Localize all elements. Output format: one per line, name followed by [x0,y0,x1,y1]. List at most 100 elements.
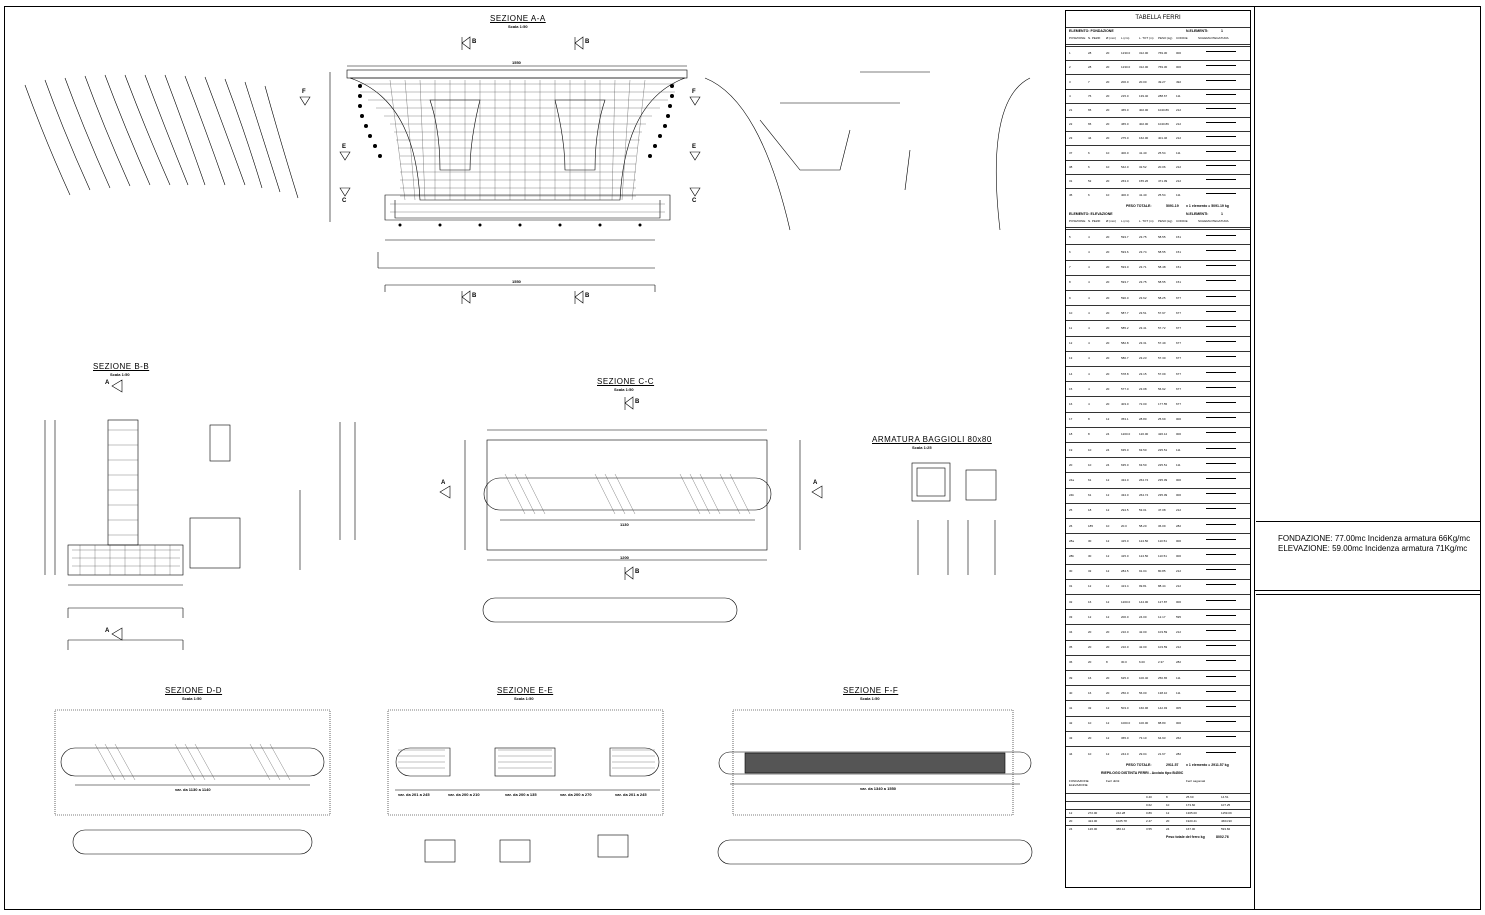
table-cell: 31 [1069,584,1073,589]
table-cell: 61 [1088,478,1092,482]
cut-label-c: C [342,198,347,204]
table-cell: 212 [1176,508,1182,513]
table-cell: 20 [1088,660,1092,665]
section-bb-scale: Scala 1:50 [110,372,130,377]
section-aa-geometry [329,65,688,292]
baggioli-title: ARMATURA BAGGIOLI 80x80 [872,435,992,444]
cut-label-c: C [692,198,697,204]
table-row [1066,335,1250,337]
bending-schema-icon [1206,569,1236,571]
table-cell: 12 [1106,599,1110,604]
section-ff-scale: Scala 1:50 [860,696,880,701]
table-cell: 127.87 [1158,599,1168,604]
summary-title: RIEPILOGO DISTINTA FERRI - Acciaio tipo … [1101,771,1184,776]
table-cell: 139.40 [1139,93,1149,98]
table-cell: 20.00 [1139,79,1147,84]
dim-aa-bottom: 1550 [512,279,521,284]
table-header-cell: N. PEZZI [1088,36,1101,40]
table-row [1066,102,1250,104]
table-cell: 9 [1069,295,1071,300]
section-ff-geometry [717,709,1033,865]
cut-label-a: A [105,628,110,634]
cut-label-e: E [342,144,347,150]
bending-schema-icon [1206,736,1236,738]
table-cell: 400.0 [1121,150,1129,155]
table-cell: 12 [1088,584,1092,589]
table-cell: 23.75 [1139,234,1147,239]
summary-cell: 486.12 [1116,827,1126,832]
table-header-cell: L. TOT (m) [1139,36,1154,40]
bending-schema-icon [1206,178,1236,180]
table-cell: 503.0 [1121,706,1129,710]
table-row [1066,244,1250,246]
table-cell: 677 [1176,356,1182,361]
table-header-cell: Ø (mm) [1106,36,1117,40]
table-cell: 20 [1088,645,1092,650]
table-cell: 23.74 [1139,250,1147,254]
table-cell: 47.08 [1158,508,1166,513]
table-cell: 12 [1106,706,1110,710]
table-cell: 4 [1088,280,1090,285]
table-cell: 25.54 [1158,193,1166,198]
section-bb-geometry [44,419,356,650]
table-cell: 8 [1088,417,1090,422]
table-cell: 210.0 [1121,630,1129,634]
elev-total-label: PESO TOTALE: [1126,763,1152,768]
summary-cell: 24 [1166,827,1170,832]
table-cell: 20 [1106,326,1110,330]
table-cell: 000 [1176,493,1182,498]
bending-schema-icon [1206,751,1236,753]
table-cell: 12 [1069,341,1073,346]
table-cell: 20 [1106,645,1110,650]
bending-schema-icon [1206,107,1236,109]
table-cell: 403.0 [1121,402,1129,406]
table-cell: 58.48 [1158,265,1166,270]
table-row [1066,229,1250,231]
table-cell: 20 [1106,122,1110,127]
table-row [1066,290,1250,291]
table-cell: 111 [1176,447,1181,452]
drawing-frame [4,6,1481,910]
table-cell: 30.0 [1121,660,1127,665]
summary-cell: 1159.09 [1221,811,1232,816]
section-cc-title: SEZIONE C-C [597,377,655,386]
table-cell: 111 [1176,93,1181,98]
summary-row [1066,809,1250,811]
table-cell: 49.27 [1158,79,1166,84]
cut-label-a: A [813,480,818,486]
table-cell: 402.00 [1139,107,1149,112]
table-row [1066,700,1250,702]
table-cell: 39 [1069,675,1073,680]
arched-bars-detail [704,71,1031,231]
table-rule [1066,44,1250,45]
table-cell: 000 [1176,51,1182,56]
table-cell: 625.0 [1121,675,1129,680]
table-cell: 471.09 [1158,178,1168,183]
fond-total-label: PESO TOTALE: [1126,204,1152,209]
section-bb-rebar-grid [72,429,180,575]
section-dd-title: SEZIONE D-D [165,686,223,695]
table-cell: 282 [1176,523,1182,528]
table-header-cell: L. TOT (m) [1139,219,1154,224]
table-cell: 20.0 [1121,523,1127,528]
table-row [1066,117,1250,118]
table-cell: 769.30 [1158,65,1168,70]
summary-cell: 126.00 [1088,827,1098,832]
table-cell: 100.40 [1139,675,1149,680]
table-cell: 36 [1069,660,1073,665]
table-cell: 16 [1088,675,1092,680]
table-cell: 1230.0 [1121,51,1131,56]
table-cell: 29.04 [1139,751,1147,756]
table-cell: 593.6 [1121,250,1129,254]
table-cell: 20 [1106,310,1110,315]
cut-label-a: A [441,480,446,486]
table-cell: 465.0 [1121,107,1129,112]
rebar-schedule-table: TABELLA FERRI ELEMENTO: FONDAZIONE N.ELE… [1065,10,1251,888]
table-cell: 275.0 [1121,136,1129,141]
elev-total: 2911.57 [1166,763,1179,768]
table-row [1066,594,1250,595]
bending-schema-icon [1206,721,1236,723]
section-aa-title: SEZIONE A-A [490,14,546,23]
summary-cell: 2.47 [1146,819,1152,824]
title-block-separator [1254,6,1255,910]
